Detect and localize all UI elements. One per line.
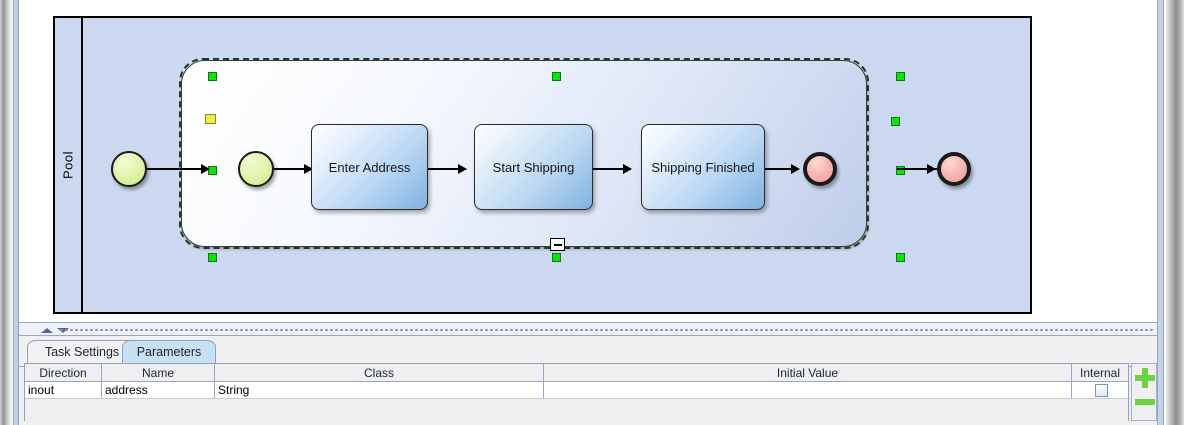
resize-handle-top-left[interactable] bbox=[208, 72, 217, 81]
sequence-flow-5-arrow bbox=[791, 164, 800, 174]
sequence-flow-3-arrow bbox=[458, 164, 467, 174]
tab-task-settings[interactable]: Task Settings bbox=[27, 340, 137, 363]
task-enter-address[interactable]: Enter Address bbox=[311, 124, 428, 210]
sequence-flow-6[interactable] bbox=[897, 168, 937, 170]
pool-label: Pool bbox=[60, 150, 76, 180]
parameter-actions bbox=[1131, 363, 1157, 421]
end-event-inner[interactable] bbox=[803, 152, 837, 186]
sequence-flow-5[interactable] bbox=[765, 168, 798, 170]
column-header-initial-value[interactable]: Initial Value bbox=[544, 364, 1072, 381]
window-left-panel-edge bbox=[14, 0, 18, 425]
task-shipping-finished[interactable]: Shipping Finished bbox=[641, 124, 765, 210]
tab-parameters-label: Parameters bbox=[136, 345, 202, 359]
task-start-shipping[interactable]: Start Shipping bbox=[474, 124, 593, 210]
cell-class[interactable]: String bbox=[215, 382, 544, 398]
resize-handle-middle-right[interactable] bbox=[896, 166, 905, 175]
table-row[interactable]: inout address String bbox=[25, 382, 1128, 399]
resize-handle-top-right[interactable] bbox=[896, 72, 905, 81]
pool-label-column: Pool bbox=[55, 18, 83, 312]
resize-handle-bottom-center[interactable] bbox=[552, 253, 561, 262]
column-header-internal[interactable]: Internal bbox=[1079, 365, 1121, 380]
cell-direction[interactable]: inout bbox=[25, 382, 102, 398]
connection-handle-right-upper[interactable] bbox=[891, 117, 900, 126]
sequence-flow-1-arrow bbox=[201, 164, 210, 174]
resize-handle-bottom-left[interactable] bbox=[208, 253, 217, 262]
tab-strip: Task Settings Parameters bbox=[19, 340, 1157, 367]
table-empty-area bbox=[25, 399, 1128, 423]
sequence-flow-2-arrow bbox=[304, 164, 313, 174]
panel-splitter[interactable] bbox=[19, 322, 1157, 336]
column-header-class[interactable]: Class bbox=[215, 364, 544, 381]
sequence-flow-4[interactable] bbox=[593, 168, 631, 170]
cell-initial-value[interactable] bbox=[544, 382, 1072, 398]
task-enter-address-label: Enter Address bbox=[328, 159, 411, 175]
window-left-panel-line bbox=[18, 0, 19, 425]
internal-checkbox[interactable] bbox=[1095, 383, 1108, 397]
task-shipping-finished-label: Shipping Finished bbox=[651, 159, 755, 175]
window-left-chrome bbox=[0, 0, 10, 425]
tab-task-settings-label: Task Settings bbox=[44, 345, 120, 359]
parameters-table[interactable]: Direction Name Class Initial Value Inter… bbox=[24, 363, 1129, 423]
resize-handle-top-center[interactable] bbox=[552, 72, 561, 81]
remove-parameter-button[interactable] bbox=[1135, 399, 1155, 405]
sequence-flow-2[interactable] bbox=[274, 168, 312, 170]
tab-parameters[interactable]: Parameters bbox=[122, 340, 216, 363]
sequence-flow-3[interactable] bbox=[428, 168, 466, 170]
add-parameter-button[interactable] bbox=[1135, 368, 1155, 388]
window-left-chrome-2 bbox=[10, 0, 13, 425]
start-event-outer[interactable] bbox=[111, 151, 147, 187]
subprocess-selection-frame-dashes bbox=[179, 58, 869, 249]
splitter-grip bbox=[59, 328, 1153, 332]
window-right-panel-line bbox=[1157, 0, 1158, 425]
window-right-panel-edge bbox=[1158, 0, 1163, 425]
resize-handle-bottom-right[interactable] bbox=[896, 253, 905, 262]
properties-panel: Task Settings Parameters Direction Name … bbox=[19, 336, 1157, 425]
sequence-flow-6-arrow bbox=[927, 164, 936, 174]
window-right-chrome bbox=[1166, 0, 1184, 425]
start-event-inner[interactable] bbox=[238, 151, 274, 187]
cell-name[interactable]: address bbox=[102, 382, 215, 398]
end-event-outer[interactable] bbox=[937, 152, 971, 186]
task-start-shipping-label: Start Shipping bbox=[492, 159, 575, 175]
table-header-row: Direction Name Class Initial Value Inter… bbox=[25, 364, 1128, 382]
window-left-border bbox=[13, 0, 14, 425]
subprocess-collapse-marker[interactable] bbox=[550, 238, 565, 251]
column-header-name[interactable]: Name bbox=[102, 364, 215, 381]
connection-handle-left[interactable] bbox=[205, 114, 216, 124]
sequence-flow-4-arrow bbox=[623, 164, 632, 174]
sequence-flow-1[interactable] bbox=[147, 168, 209, 170]
diagram-canvas[interactable]: Pool Enter Address bbox=[19, 0, 1157, 322]
cell-internal[interactable] bbox=[1072, 382, 1128, 398]
window-right-border bbox=[1163, 0, 1164, 425]
collapse-up-icon[interactable] bbox=[41, 328, 53, 333]
column-header-direction[interactable]: Direction bbox=[25, 364, 102, 381]
minus-icon bbox=[553, 243, 562, 246]
